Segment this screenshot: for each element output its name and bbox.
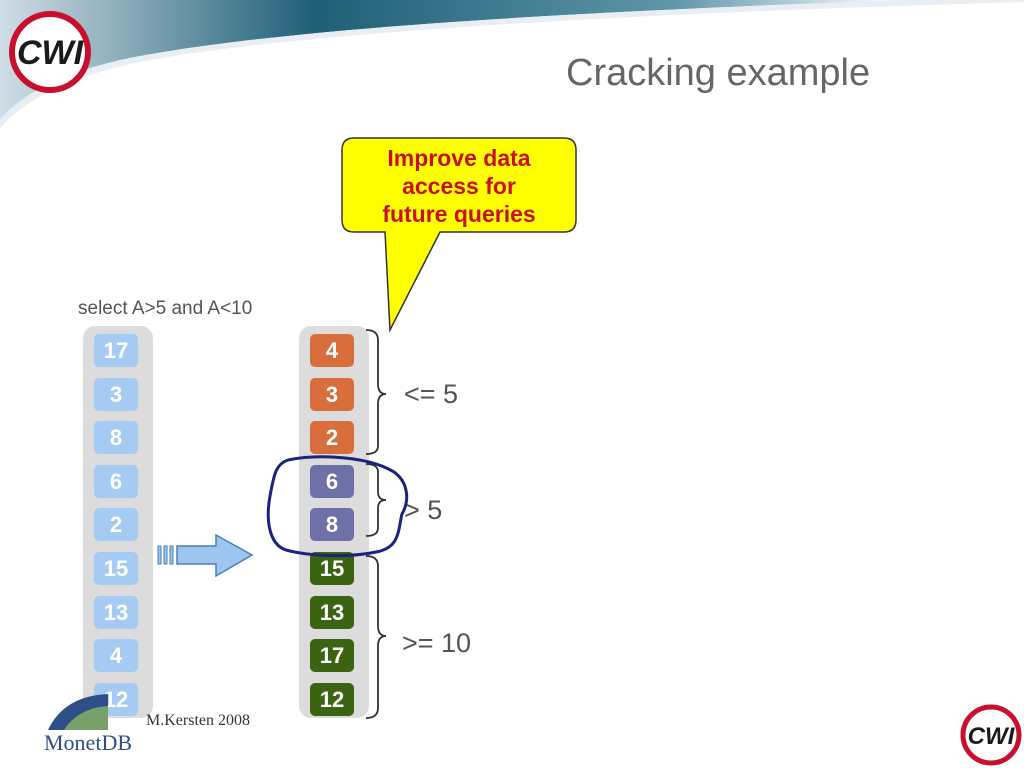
footer-text: M.Kersten 2008 xyxy=(146,712,250,729)
original-column-cell: 3 xyxy=(94,377,138,411)
cracked-column-cell: 2 xyxy=(310,421,354,455)
arrow-icon xyxy=(157,533,254,578)
callout-line-2: access for xyxy=(402,173,516,199)
cracked-column: 4 3 2 6 8 15 13 17 12 xyxy=(299,326,369,718)
cracked-column-cell: 12 xyxy=(310,682,354,716)
cwi-logo-text: CWI xyxy=(17,34,85,72)
cracked-column-cell: 17 xyxy=(310,639,354,673)
query-text: select A>5 and A<10 xyxy=(78,298,253,319)
original-column-cell: 4 xyxy=(94,639,138,673)
original-column-cell: 15 xyxy=(94,552,138,585)
callout-bubble xyxy=(341,137,577,333)
range-label-low: <= 5 xyxy=(404,379,459,409)
cracked-column-cell: 6 xyxy=(310,464,354,498)
cracked-column-cell: 8 xyxy=(310,508,354,542)
callout-line-1: Improve data xyxy=(387,145,531,171)
slide-title: Cracking example xyxy=(566,52,871,94)
original-column-cell: 2 xyxy=(94,508,138,542)
cracked-column-cell: 3 xyxy=(310,377,354,411)
cwi-logo-small-text: CWI xyxy=(968,723,1016,750)
original-column-cell: 6 xyxy=(94,464,138,498)
cwi-logo: CWI xyxy=(9,11,91,93)
range-label-mid: > 5 xyxy=(404,495,443,525)
original-column-cell: 13 xyxy=(94,595,138,629)
cracked-column-cell: 15 xyxy=(310,552,354,585)
callout-line-3: future queries xyxy=(382,201,536,227)
range-label-high: >= 10 xyxy=(402,628,472,658)
original-column-cell: 17 xyxy=(94,334,138,367)
cwi-logo-small: CWI xyxy=(960,704,1022,766)
range-braces xyxy=(365,329,387,719)
header-banner xyxy=(0,0,1024,128)
selection-ring xyxy=(266,455,409,558)
monetdb-logo-mark xyxy=(48,694,108,730)
cracked-column-cell: 4 xyxy=(310,334,354,367)
monetdb-logo-text: MonetDB xyxy=(44,730,132,755)
callout-text: Improve data access for future queries xyxy=(346,144,572,228)
original-column-cell: 8 xyxy=(94,421,138,455)
cracked-column-cell: 13 xyxy=(310,595,354,629)
